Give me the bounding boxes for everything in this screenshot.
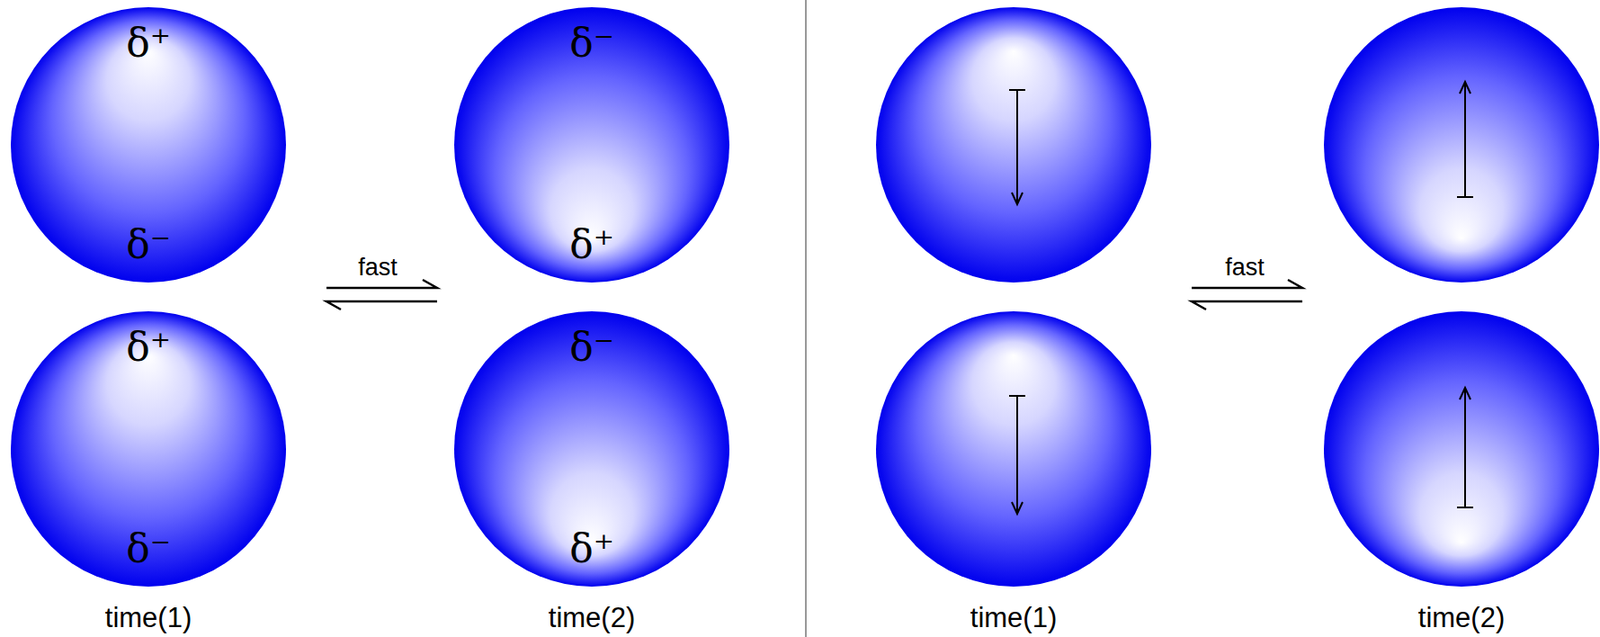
panel-divider [804, 0, 807, 637]
sphere [1323, 311, 1600, 587]
partial-charge: δ⁺ [125, 23, 171, 63]
sphere [1323, 7, 1600, 283]
reverse-harpoon [326, 301, 438, 310]
charge-sphere: δ⁺ δ⁻ [10, 7, 287, 283]
charge-sphere: δ⁻ δ⁺ [454, 7, 730, 283]
dipole-arrow [1456, 81, 1474, 197]
column-caption: time(1) [105, 603, 192, 632]
sphere [454, 311, 730, 587]
partial-charge: δ⁺ [125, 327, 171, 367]
dipole-arrow [1009, 89, 1026, 205]
sphere [875, 311, 1152, 587]
partial-charge: δ⁻ [125, 528, 171, 569]
column-caption: time(2) [548, 603, 635, 632]
partial-charge: δ⁻ [569, 23, 615, 63]
reverse-harpoon [1191, 301, 1303, 310]
equilibrium-arrows [326, 279, 1303, 310]
forward-harpoon [1191, 279, 1303, 288]
sphere [10, 7, 287, 283]
column-caption: time(1) [970, 603, 1057, 632]
rate-label: fast [1224, 255, 1265, 280]
dipole-arrow [1456, 387, 1474, 508]
partial-charge: δ⁺ [569, 224, 615, 265]
charge-sphere: δ⁻ δ⁺ [454, 311, 730, 587]
sphere [10, 311, 287, 587]
dipole-arrows [1009, 81, 1474, 514]
sphere [454, 7, 730, 283]
rate-label: fast [357, 255, 398, 280]
dipole-arrow [1009, 395, 1026, 514]
partial-charge: δ⁻ [569, 327, 615, 367]
dipole-spheres [875, 7, 1600, 587]
column-caption: time(2) [1418, 603, 1505, 632]
sphere [875, 7, 1152, 283]
partial-charge: δ⁺ [569, 528, 615, 569]
partial-charge: δ⁻ [125, 224, 171, 265]
charge-sphere: δ⁺ δ⁻ [10, 311, 287, 587]
forward-harpoon [326, 279, 438, 288]
